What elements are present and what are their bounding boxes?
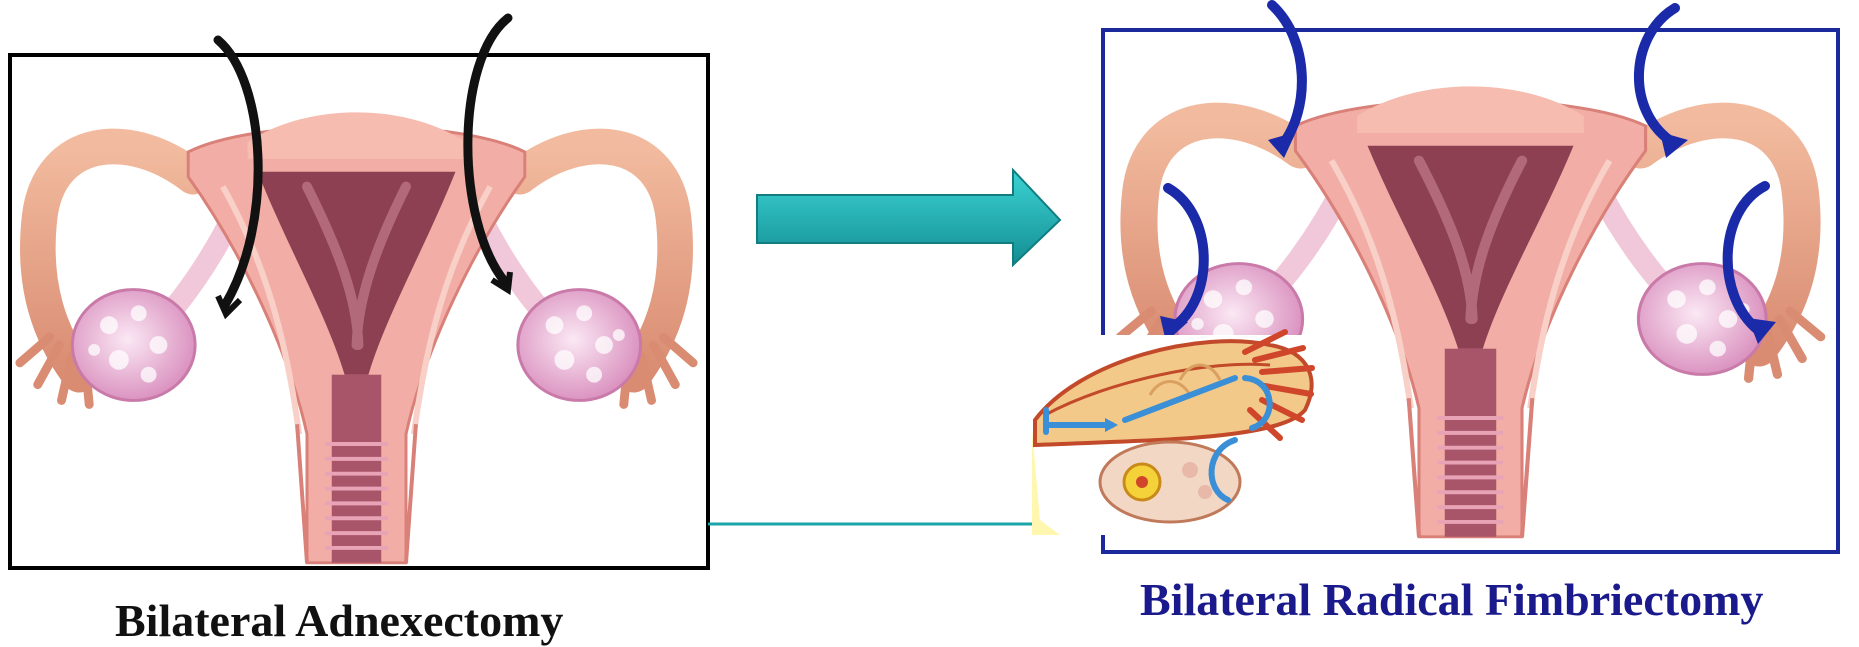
transition-arrow: [757, 170, 1060, 265]
left-panel: [10, 18, 708, 568]
tube-cross-section-inset: [1032, 332, 1322, 535]
right-caption: Bilateral Radical Fimbriectomy: [1140, 577, 1763, 623]
left-caption: Bilateral Adnexectomy: [115, 598, 563, 644]
